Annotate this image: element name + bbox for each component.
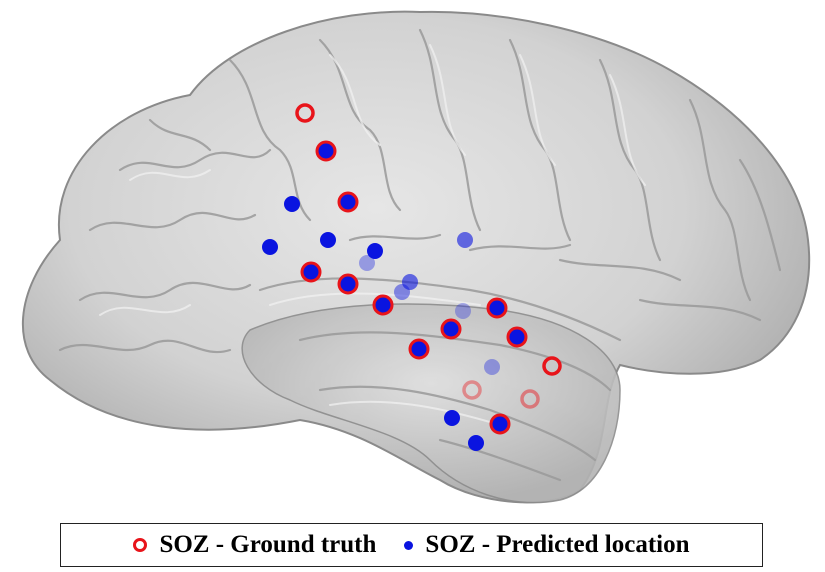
blue-dot-marker-icon [404, 540, 414, 550]
ground-truth-ring [408, 338, 430, 360]
ground-truth-ring [506, 326, 528, 348]
soz-marker [372, 294, 394, 316]
soz-marker-layer [262, 103, 562, 451]
predicted-location-dot [318, 143, 334, 159]
soz-marker [520, 389, 540, 409]
predicted-location-dot [367, 243, 383, 259]
soz-marker [486, 297, 508, 319]
ground-truth-ring [300, 261, 322, 283]
predicted-location-dot [402, 274, 418, 290]
brain-surface-render [21, 10, 811, 504]
soz-marker [506, 326, 528, 348]
ground-truth-ring [486, 297, 508, 319]
predicted-location-dot [340, 194, 356, 210]
soz-marker [367, 243, 383, 259]
predicted-location-dot [359, 255, 375, 271]
ground-truth-ring [295, 103, 315, 123]
predicted-location-dot [509, 329, 525, 345]
red-ring-marker-icon [133, 538, 148, 552]
predicted-location-dot [444, 410, 460, 426]
soz-marker [359, 255, 375, 271]
soz-marker [337, 273, 359, 295]
predicted-location-dot [489, 300, 505, 316]
soz-marker [262, 239, 278, 255]
soz-marker [444, 410, 460, 426]
ground-truth-ring [337, 273, 359, 295]
soz-marker [468, 435, 484, 451]
predicted-location-dot [394, 284, 410, 300]
soz-marker [440, 318, 462, 340]
soz-marker [320, 232, 336, 248]
predicted-location-dot [455, 303, 471, 319]
soz-marker [300, 261, 322, 283]
soz-marker [462, 380, 482, 400]
legend-entry-ground-truth: SOZ - Ground truth [133, 531, 376, 559]
soz-marker [394, 284, 410, 300]
brain-temporal-lobe [241, 303, 621, 504]
predicted-location-dot [492, 416, 508, 432]
soz-marker [489, 413, 511, 435]
predicted-location-dot [303, 264, 319, 280]
ground-truth-ring [520, 389, 540, 409]
ground-truth-ring [440, 318, 462, 340]
ground-truth-ring [462, 380, 482, 400]
legend-label-ground-truth: SOZ - Ground truth [159, 531, 377, 558]
predicted-location-dot [340, 276, 356, 292]
soz-marker [295, 103, 315, 123]
predicted-location-dot [484, 359, 500, 375]
soz-marker [542, 356, 562, 376]
ground-truth-ring [372, 294, 394, 316]
legend: SOZ - Ground truth SOZ - Predicted locat… [60, 523, 763, 567]
predicted-location-dot [443, 321, 459, 337]
soz-marker [402, 274, 418, 290]
predicted-location-dot [468, 435, 484, 451]
legend-entry-predicted: SOZ - Predicted location [404, 531, 690, 559]
soz-marker [455, 303, 471, 319]
predicted-location-dot [284, 196, 300, 212]
soz-marker [457, 232, 473, 248]
predicted-location-dot [262, 239, 278, 255]
brain-highlights [99, 44, 646, 426]
soz-marker [408, 338, 430, 360]
ground-truth-ring [542, 356, 562, 376]
legend-label-predicted: SOZ - Predicted location [425, 531, 690, 558]
predicted-location-dot [457, 232, 473, 248]
soz-marker [337, 191, 359, 213]
soz-marker [315, 140, 337, 162]
predicted-location-dot [375, 297, 391, 313]
predicted-location-dot [411, 341, 427, 357]
predicted-location-dot [320, 232, 336, 248]
ground-truth-ring [315, 140, 337, 162]
ground-truth-ring [489, 413, 511, 435]
soz-marker [284, 196, 300, 212]
ground-truth-ring [337, 191, 359, 213]
soz-marker [484, 359, 500, 375]
